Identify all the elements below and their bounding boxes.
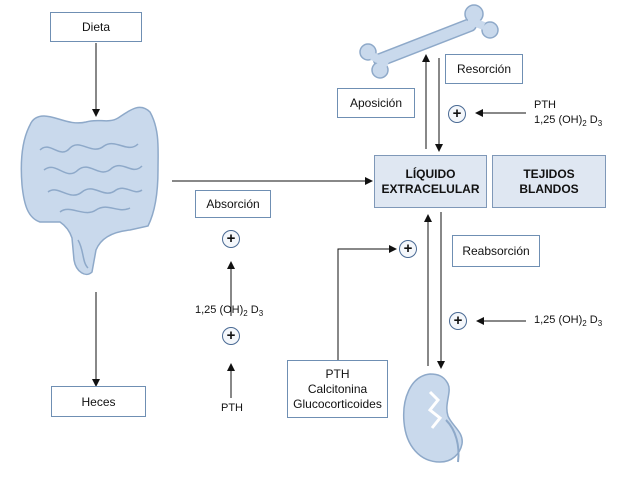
plus-vitd-icon: + bbox=[222, 327, 240, 345]
reabsorcion-label: Reabsorción bbox=[462, 244, 530, 258]
liquido-extracelular-box: LÍQUIDO EXTRACELULAR bbox=[374, 155, 487, 208]
bone-icon bbox=[359, 4, 499, 79]
dieta-label: Dieta bbox=[81, 20, 110, 34]
heces-box: Heces bbox=[51, 386, 146, 417]
plus-kidney-vitd-icon: + bbox=[449, 312, 467, 330]
resorcion-box: Resorción bbox=[445, 54, 523, 84]
hormones-line2: Calcitonina bbox=[307, 381, 368, 396]
absorcion-label: Absorción bbox=[206, 197, 260, 211]
vitd-label-bone: 1,25 (OH)2 D3 bbox=[534, 114, 603, 129]
liquido-line2: EXTRACELULAR bbox=[381, 181, 480, 196]
pth-label-bottom: PTH bbox=[221, 402, 243, 414]
hormones-line3: Glucocorticoides bbox=[293, 396, 382, 411]
aposicion-box: Aposición bbox=[337, 88, 415, 118]
tejidos-line1: TEJIDOS bbox=[523, 166, 575, 181]
aposicion-label: Aposición bbox=[349, 96, 403, 110]
plus-resorcion-icon: + bbox=[448, 105, 466, 123]
pth-label-bone: PTH bbox=[534, 99, 556, 111]
reabsorcion-box: Reabsorción bbox=[452, 235, 540, 267]
dieta-box: Dieta bbox=[50, 12, 142, 42]
heces-label: Heces bbox=[81, 394, 116, 409]
hormones-box: PTH Calcitonina Glucocorticoides bbox=[287, 360, 388, 418]
liquido-line1: LÍQUIDO bbox=[405, 166, 456, 181]
intestine-icon bbox=[20, 106, 159, 276]
vitd-label-kidney: 1,25 (OH)2 D3 bbox=[534, 314, 603, 329]
vitd-label-absorcion: 1,25 (OH)2 D3 bbox=[195, 304, 264, 319]
plus-reabsorcion-icon: + bbox=[399, 240, 417, 258]
absorcion-box: Absorción bbox=[195, 190, 271, 218]
plus-absorcion-icon: + bbox=[222, 230, 240, 248]
tejidos-blandos-box: TEJIDOS BLANDOS bbox=[492, 155, 606, 208]
tejidos-line2: BLANDOS bbox=[519, 181, 579, 196]
resorcion-label: Resorción bbox=[456, 62, 512, 76]
arrow-hormones-to-reabsorption-plus bbox=[337, 245, 397, 360]
kidney-icon bbox=[402, 373, 463, 463]
hormones-line1: PTH bbox=[325, 366, 350, 381]
